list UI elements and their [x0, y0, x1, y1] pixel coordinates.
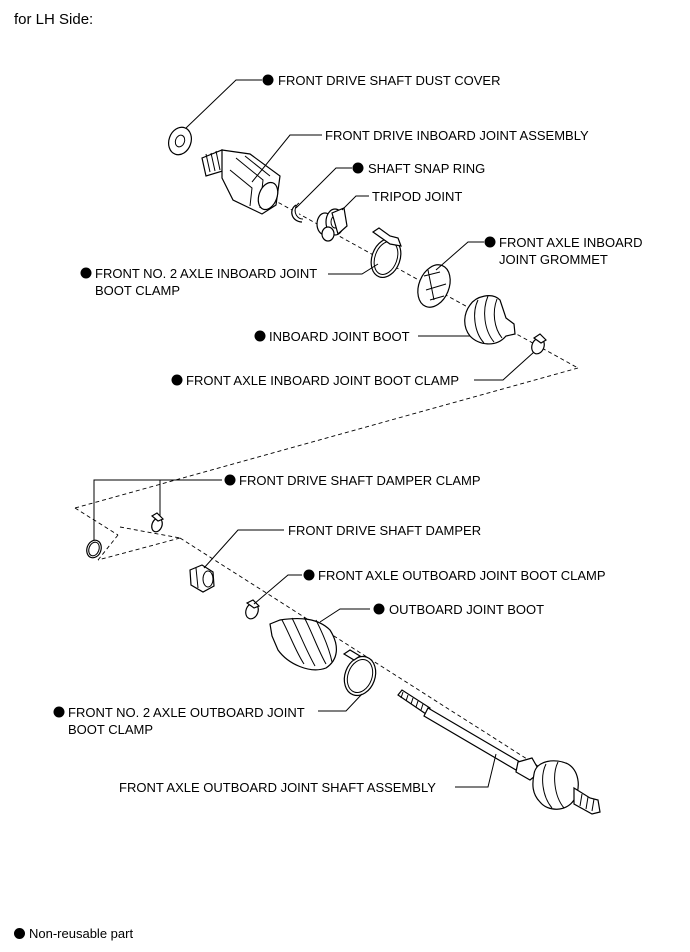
label-inboard-boot: INBOARD JOINT BOOT: [269, 329, 410, 344]
inboard-joint-boot-part: [464, 295, 516, 345]
label-no2-outboard-clamp-line1: FRONT NO. 2 AXLE OUTBOARD JOINT: [68, 705, 305, 720]
label-inboard-grommet-line1: FRONT AXLE INBOARD: [499, 235, 643, 250]
non-reusable-dot-icon: [373, 603, 385, 615]
label-inboard-boot-clamp: FRONT AXLE INBOARD JOINT BOOT CLAMP: [186, 373, 459, 388]
damper-clamp-left-part: [86, 539, 102, 559]
non-reusable-dot-icon: [262, 74, 274, 86]
non-reusable-dot-icon: [352, 162, 364, 174]
inboard-boot-clamp-part: [531, 333, 547, 355]
inboard-joint-assembly-part: [201, 149, 281, 215]
label-damper: FRONT DRIVE SHAFT DAMPER: [288, 523, 481, 538]
label-outboard-boot-clamp: FRONT AXLE OUTBOARD JOINT BOOT CLAMP: [318, 568, 606, 583]
outboard-joint-boot-part: [269, 616, 337, 671]
drive-shaft-damper-part: [189, 564, 215, 593]
outboard-boot-clamp-part: [245, 599, 261, 620]
damper-clamp-right-part: [150, 512, 165, 533]
label-outboard-boot: OUTBOARD JOINT BOOT: [389, 602, 544, 617]
label-tripod-joint: TRIPOD JOINT: [372, 189, 462, 204]
label-outboard-shaft-assembly: FRONT AXLE OUTBOARD JOINT SHAFT ASSEMBLY: [119, 780, 436, 795]
label-inboard-grommet-line2: JOINT GROMMET: [499, 252, 608, 267]
inboard-grommet-part: [417, 264, 451, 308]
label-no2-inboard-clamp-line1: FRONT NO. 2 AXLE INBOARD JOINT: [95, 266, 317, 281]
outboard-joint-shaft-assembly-part: [397, 689, 601, 815]
non-reusable-dot-icon: [171, 374, 183, 386]
label-no2-outboard-clamp-line2: BOOT CLAMP: [68, 722, 153, 737]
label-shaft-snap-ring: SHAFT SNAP RING: [368, 161, 485, 176]
leader-lines: [93, 79, 535, 788]
legend-text: Non-reusable part: [29, 926, 134, 941]
non-reusable-dot-icon: [80, 267, 92, 279]
non-reusable-dot-icon: [224, 474, 236, 486]
diagram-heading: for LH Side:: [14, 11, 94, 28]
non-reusable-dot-icon: [14, 928, 25, 939]
label-no2-inboard-clamp-line2: BOOT CLAMP: [95, 283, 180, 298]
part-labels: FRONT DRIVE SHAFT DUST COVER FRONT DRIVE…: [68, 73, 643, 795]
dust-cover-part: [168, 126, 192, 156]
label-dust-cover: FRONT DRIVE SHAFT DUST COVER: [278, 73, 500, 88]
non-reusable-dot-icon: [53, 706, 65, 718]
legend: Non-reusable part: [14, 926, 133, 941]
non-reusable-dot-icon: [484, 236, 496, 248]
no2-outboard-boot-clamp-part: [342, 649, 377, 697]
non-reusable-dot-icon: [254, 330, 266, 342]
no2-inboard-boot-clamp-part: [370, 227, 402, 278]
label-inboard-joint-assembly: FRONT DRIVE INBOARD JOINT ASSEMBLY: [325, 128, 589, 143]
label-damper-clamp: FRONT DRIVE SHAFT DAMPER CLAMP: [239, 473, 481, 488]
non-reusable-dot-icon: [303, 569, 315, 581]
non-reusable-markers: [53, 74, 496, 718]
tripod-joint-part: [316, 207, 348, 242]
shaft-snap-ring-part: [291, 202, 304, 223]
